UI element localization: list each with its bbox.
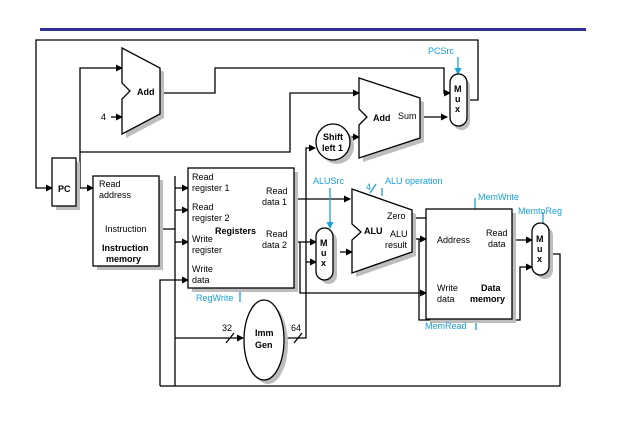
reg-read-data-1-line2: data 1 [262,197,287,207]
pcsrc-mux-u: u [455,94,461,104]
pcsrc-label: PCSrc [428,46,455,56]
diagram-shape [425,208,513,320]
diagram-shape [305,144,316,262]
imm-out-width: 64 [291,323,301,333]
register-file: Read register 1 Read register 2 Write re… [187,167,298,292]
pc-label: PC [58,184,71,194]
im-instruction-port: Instruction [105,224,147,234]
alu-label: ALU [364,226,383,236]
alusrc-mux-x: x [321,258,326,268]
constant-four: 4 [101,112,106,122]
imm-in-width: 32 [222,323,232,333]
program-counter: PC [51,157,80,210]
alu: ALU Zero ALU result [351,188,416,277]
diagram-shape [80,89,360,153]
dm-name-line1: Data [481,283,502,293]
diagram-shape [79,64,123,188]
dm-write-data-line1: Write [437,283,458,293]
memtoreg-mux: M u x [531,222,553,279]
pcsrc-mux-m: M [454,84,462,94]
reg-write-data-line2: data [192,275,210,285]
dm-name-line2: memory [470,294,505,304]
alu-operation-label: ALU operation [385,176,443,186]
dm-read-data-line1: Read [486,228,508,238]
shift-left-line1: Shift [323,132,343,142]
imm-out-slash [293,332,303,344]
pcsrc-mux-x: x [455,104,460,114]
control-wires [239,57,544,330]
dm-read-data-line2: data [488,239,506,249]
pcsrc-mux: M u x [449,73,470,130]
im-read-address-line2: address [99,190,132,200]
alu-zero: Zero [387,211,406,221]
alu-result-line2: result [385,240,408,250]
memtoreg-label: MemtoReg [518,206,562,216]
imm-gen-line2: Gen [255,340,273,350]
reg-read-register-2-line2: register 2 [192,213,230,223]
data-wires [35,39,561,387]
pc-adder-label: Add [137,87,155,97]
reg-read-data-2-line2: data 2 [262,240,287,250]
im-read-address-line1: Read [99,179,121,189]
diagram-shape [351,188,413,274]
diagram-shape [175,253,561,387]
memtoreg-mux-u: u [537,244,543,254]
diagram-shape [243,299,285,381]
dm-write-data-line2: data [437,294,455,304]
header-bar [40,28,586,31]
diagram-shape [531,222,550,276]
reg-read-register-2-line1: Read [192,202,214,212]
diagram-shape [159,276,189,386]
diagram-shape [160,67,451,97]
reg-name: Registers [215,226,256,236]
reg-read-register-1-line1: Read [192,172,214,182]
diagram-shape [187,167,295,289]
imm-in-slash [225,332,235,344]
regwrite-label: RegWrite [196,293,233,303]
alu-result-line1: ALU [390,229,408,239]
reg-write-register-line2: register [192,245,222,255]
alu-op-slash [369,183,377,194]
memwrite-label: MemWrite [478,192,519,202]
imm-gen-line1: Imm [255,328,274,338]
im-name-line1: Instruction [102,243,149,253]
reg-write-register-line1: Write [192,234,213,244]
diagram-shape [315,227,334,281]
diagram-shape [51,157,77,207]
diagram-shape [121,46,161,136]
im-name-line2: memory [106,254,141,264]
branch-adder: Add Sum [358,77,424,162]
reg-read-register-1-line2: register 1 [192,183,230,193]
alusrc-mux-m: M [320,238,328,248]
alusrc-label: ALUSrc [313,176,345,186]
branch-adder-sum: Sum [398,111,417,121]
memtoreg-mux-m: M [536,234,544,244]
diagram-shape [315,123,351,161]
memread-label: MemRead [425,321,467,331]
diagram-shape [358,77,421,159]
alu-op-width: 4 [366,182,371,192]
shift-left-unit: Shift left 1 [315,123,354,164]
diagram-shape [299,242,427,297]
reg-read-data-1-line1: Read [266,186,288,196]
diagram-shape [418,239,533,321]
shift-left-line2: left 1 [322,143,343,153]
diagram-shape [285,258,317,339]
data-memory: Address Write data Read data Data memory [425,208,516,323]
alusrc-mux-u: u [321,248,327,258]
reg-read-data-2-line1: Read [266,229,288,239]
branch-adder-label: Add [373,113,391,123]
instruction-memory: Read address Instruction Instruction mem… [92,175,163,270]
diagram-shape [35,39,479,192]
dm-address: Address [437,235,471,245]
imm-gen: Imm Gen [243,299,288,384]
diagram-shape [92,175,160,267]
diagram-shape [449,73,468,127]
pc-adder: Add [121,46,164,138]
alusrc-mux: M u x [315,227,337,284]
reg-write-data-line1: Write [192,264,213,274]
memtoreg-mux-x: x [537,254,542,264]
